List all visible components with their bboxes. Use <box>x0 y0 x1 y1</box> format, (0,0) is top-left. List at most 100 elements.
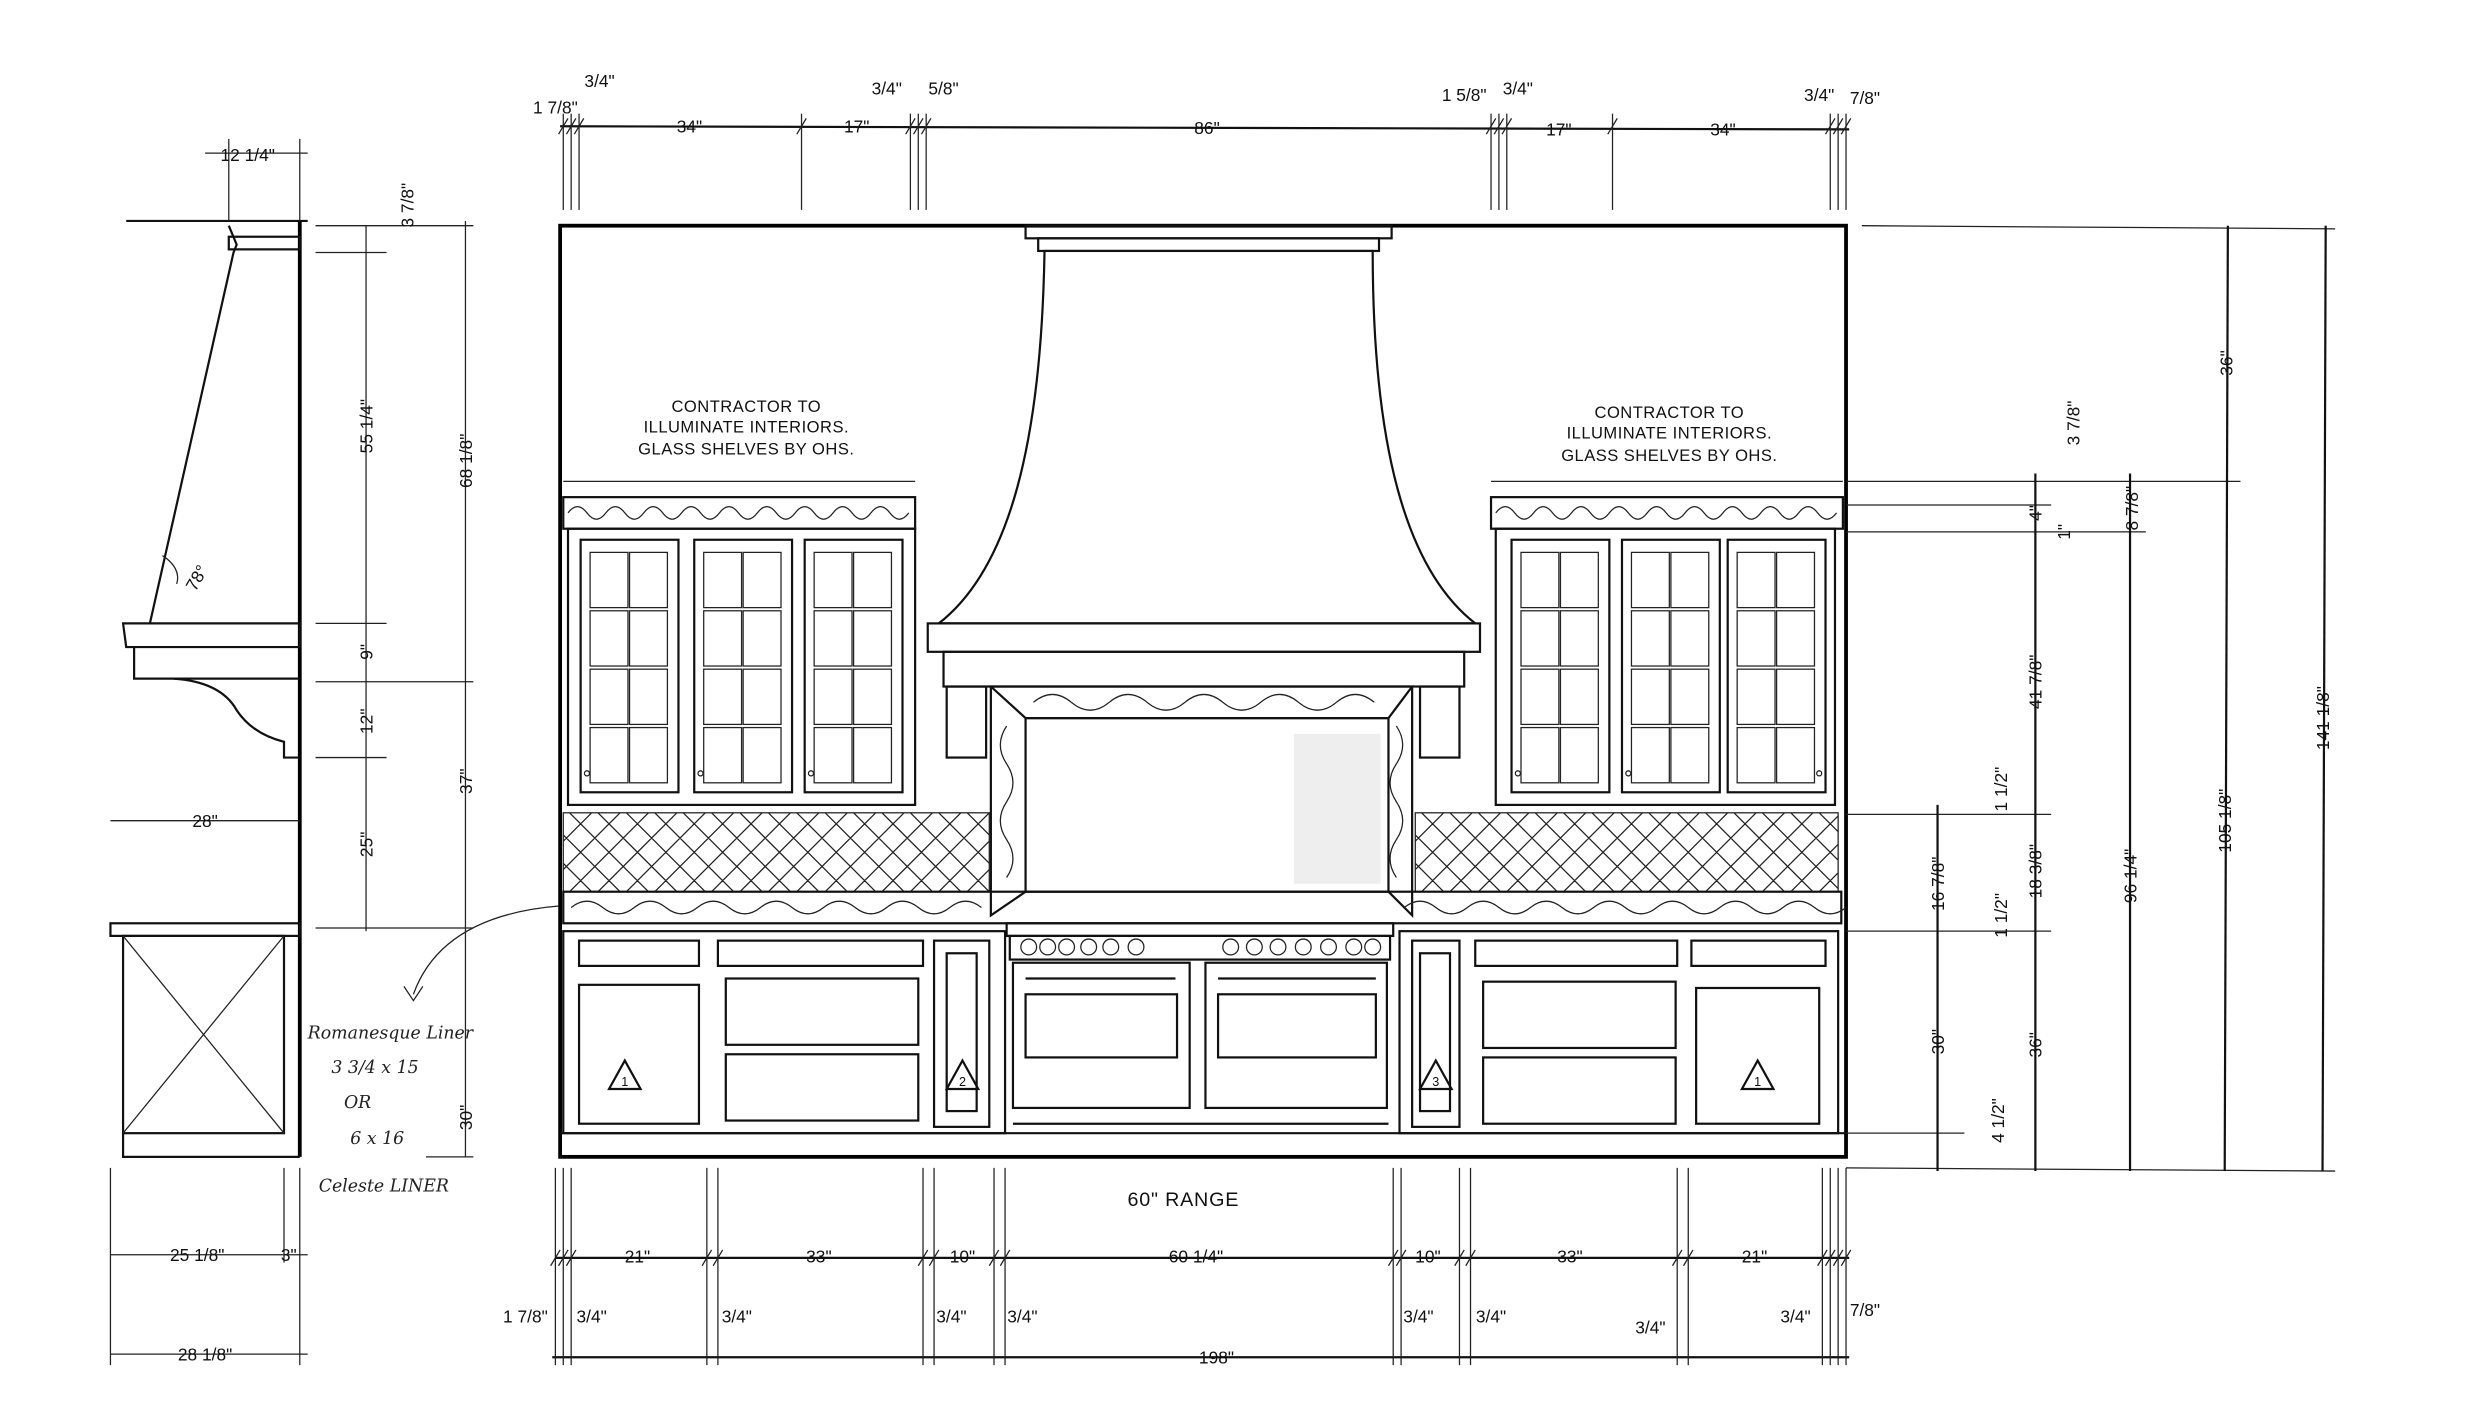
dimension-tick <box>1485 118 1497 135</box>
main-elevation: CONTRACTOR TO ILLUMINATE INTERIORS. GLAS… <box>558 223 1848 1159</box>
glass-pane <box>742 551 782 609</box>
liner-note: Romanesque Liner 3 3/4 x 15 OR 6 x 16 Ce… <box>307 905 561 1197</box>
dimension-tick <box>573 118 585 135</box>
burner-knob-icon <box>1269 938 1287 956</box>
glass-pane <box>589 726 629 784</box>
dim-side-6: 12" <box>356 709 376 734</box>
burner-knob-icon <box>1127 938 1145 956</box>
burner-knob-icon <box>1319 938 1338 956</box>
top-dimension-line: 1 7/8" 3/4" 34" 17" 3/4" 5/8" 86" 1 5/8"… <box>533 71 1880 210</box>
dimension-tick <box>1607 118 1618 135</box>
glass-pane <box>1775 668 1816 726</box>
side-dimension-lines <box>109 138 474 1366</box>
dimension-tick <box>558 1249 569 1267</box>
dim-bottom-1: 33" <box>806 1247 831 1267</box>
door-knob-icon <box>697 770 704 777</box>
note-right-line-3: GLASS SHELVES BY OHS. <box>1561 446 1777 465</box>
dim-top-3: 17" <box>844 117 869 137</box>
dim-top-9: 17" <box>1546 120 1571 140</box>
burner-knob-icon <box>1345 938 1363 956</box>
dimension-tick <box>1824 118 1836 135</box>
glass-door <box>803 538 904 794</box>
dimension-tick <box>1454 1249 1465 1267</box>
cabinet-marker-1: 1 <box>621 1075 628 1089</box>
dim-bottom-3: 60 1/4" <box>1169 1247 1223 1267</box>
dimension-tick <box>1493 118 1505 135</box>
dimension-tick <box>1465 1249 1476 1267</box>
glass-door <box>1726 538 1827 794</box>
glass-pane <box>1775 726 1816 784</box>
dimension-tick <box>565 118 577 135</box>
glass-pane <box>1630 610 1670 667</box>
dimension-tick <box>1840 118 1852 135</box>
glass-pane <box>813 668 853 726</box>
dim-bottom-0: 21" <box>625 1247 650 1267</box>
dim-filler-5: 3/4" <box>1403 1307 1433 1327</box>
dim-side-10: 30" <box>456 1105 476 1130</box>
note-left-line-1: CONTRACTOR TO <box>672 397 822 416</box>
glass-pane <box>1520 668 1560 726</box>
dim-side-3: 68 1/8" <box>456 434 476 488</box>
glass-pane <box>1630 668 1670 726</box>
dim-filler-7: 3/4" <box>1635 1318 1665 1338</box>
dim-top-12: 7/8" <box>1850 88 1880 108</box>
glass-pane <box>1630 551 1670 609</box>
right-dimension-lines: 36" 3 7/8" 4" 1" 8 7/8" 41 7/8" 1 1/2" 1… <box>1846 225 2336 1172</box>
liner-note-line-4: 6 x 16 <box>350 1129 404 1149</box>
glass-pane <box>1520 610 1560 667</box>
dim-filler-8: 3/4" <box>1780 1307 1810 1327</box>
dim-right-4: 8 7/8" <box>2122 486 2142 531</box>
glass-pane <box>589 610 629 667</box>
dim-right-3: 1" <box>2054 524 2074 540</box>
dim-top-1: 3/4" <box>584 71 614 91</box>
backsplash <box>562 812 1847 925</box>
glass-door <box>1620 538 1721 794</box>
burner-knob-icon <box>1294 938 1312 956</box>
dimension-tick <box>1840 1249 1852 1267</box>
dimension-tick <box>1387 1249 1399 1267</box>
dim-side-12: 3" <box>281 1245 297 1265</box>
dimension-tick <box>701 1249 713 1267</box>
glass-pane <box>1559 668 1599 726</box>
burner-knob-icon <box>1039 938 1057 956</box>
burner-knob-icon <box>1102 938 1120 956</box>
range-label: 60" RANGE <box>1128 1189 1240 1211</box>
dim-bottom-6: 21" <box>1742 1247 1767 1267</box>
glass-pane <box>628 668 669 726</box>
base-cabinets: 1 2 3 1 <box>562 930 1840 1135</box>
dim-right-0: 36" <box>2217 350 2237 375</box>
range-60-inch <box>1005 922 1395 1125</box>
dim-side-1: 3 7/8" <box>397 183 417 228</box>
glass-pane <box>589 551 629 609</box>
glass-pane <box>1736 610 1776 667</box>
note-right-line-2: ILLUMINATE INTERIORS. <box>1567 424 1772 443</box>
glass-pane <box>852 610 893 667</box>
dim-right-12: 4 1/2" <box>1988 1098 2008 1143</box>
dimension-tick <box>905 118 916 135</box>
glass-pane <box>1520 726 1560 784</box>
glass-door <box>693 538 794 794</box>
door-knob-icon <box>1625 770 1632 777</box>
glass-pane <box>1559 726 1599 784</box>
cabinet-marker-4: 1 <box>1754 1075 1761 1089</box>
note-left-line-2: ILLUMINATE INTERIORS. <box>644 417 849 436</box>
burner-knob-icon <box>1245 938 1263 956</box>
note-right-line-1: CONTRACTOR TO <box>1595 403 1745 422</box>
dimension-tick <box>550 1249 561 1267</box>
dim-top-6: 86" <box>1194 118 1219 138</box>
upper-glass-cabinets <box>566 527 1837 807</box>
dim-overall-width: 198" <box>1199 1348 1234 1368</box>
dim-filler-4: 3/4" <box>1007 1307 1037 1327</box>
glass-pane <box>589 668 629 726</box>
glass-pane <box>1630 726 1670 784</box>
dim-side-7: 28" <box>192 811 217 831</box>
bottom-dimension-lines: 60" RANGE 21" 33" 10" 60 1/4" 10" 33" 21… <box>503 1167 1880 1368</box>
dim-side-4: 78° <box>182 561 212 594</box>
dimension-tick <box>1501 118 1513 135</box>
cabinet-marker-2: 2 <box>959 1075 966 1089</box>
burner-knob-icon <box>1222 938 1240 956</box>
dim-side-0: 12 1/4" <box>221 145 275 165</box>
glass-pane <box>1736 726 1776 784</box>
dimension-tick <box>1832 1249 1844 1267</box>
